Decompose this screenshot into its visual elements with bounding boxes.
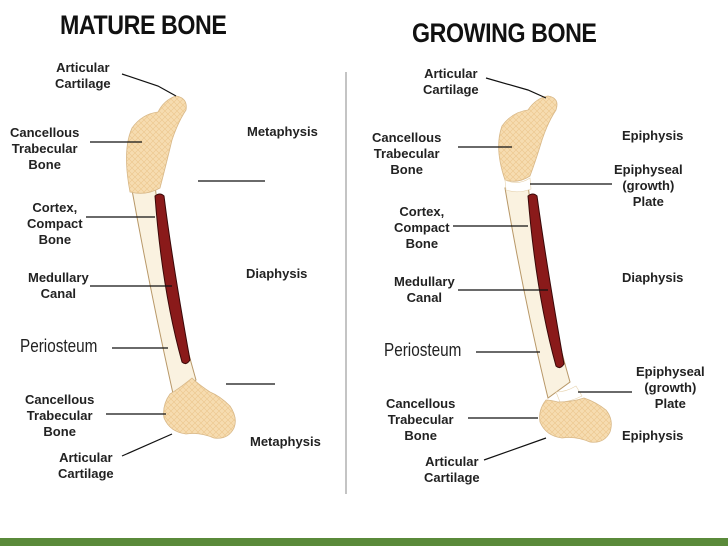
growing-bottom-head (539, 397, 612, 443)
growing-top-head (498, 95, 558, 182)
mature-bone-title: MATURE BONE (60, 10, 227, 40)
footer-bar (0, 538, 728, 546)
mature-periosteum-label: Periosteum (20, 336, 98, 356)
growing-cortex-label: Cortex, Compact Bone (394, 204, 450, 251)
mature-metaphysis-bottom-label: Metaphysis (250, 434, 321, 449)
mature-cancellous-top-label: Cancellous Trabecular Bone (10, 125, 80, 172)
mature-diaphysis-label: Diaphysis (246, 266, 308, 281)
growing-epiphysis-bottom-label: Epiphysis (622, 428, 684, 443)
mature-pointers (86, 73, 275, 457)
mature-medullary-canal-label: Medullary Canal (28, 270, 89, 301)
growing-plate-top (504, 177, 532, 193)
growing-pointers (453, 77, 632, 461)
growing-articular-cartilage-top-label: Articular Cartilage (423, 66, 479, 97)
mature-bottom-head (163, 377, 236, 439)
growing-medullary-canal (527, 193, 565, 369)
growing-periosteum-label: Periosteum (384, 340, 462, 360)
mature-bone-shape (126, 95, 236, 439)
growing-articular-cartilage-bottom-label: Articular Cartilage (424, 454, 480, 485)
mature-cortex-label: Cortex, Compact Bone (27, 200, 83, 247)
mature-medullary-canal (154, 193, 191, 365)
growing-cancellous-top-label: Cancellous Trabecular Bone (372, 130, 442, 177)
growing-bone-title: GROWING BONE (412, 18, 597, 48)
growing-medullary-canal-label: Medullary Canal (394, 274, 455, 305)
mature-articular-cartilage-bottom-label: Articular Cartilage (58, 450, 114, 481)
growing-plate-top-label: Epiphyseal (growth) Plate (614, 162, 683, 209)
mature-cancellous-bottom-label: Cancellous Trabecular Bone (25, 392, 95, 439)
growing-epiphysis-top-label: Epiphysis (622, 128, 684, 143)
mature-top-head (126, 95, 187, 194)
growing-cancellous-bottom-label: Cancellous Trabecular Bone (386, 396, 456, 443)
growing-plate-bottom-label: Epiphyseal (growth) Plate (636, 364, 705, 411)
mature-metaphysis-top-label: Metaphysis (247, 124, 318, 139)
mature-articular-cartilage-top-label: Articular Cartilage (55, 60, 111, 91)
growing-bone-shape (498, 95, 612, 443)
growing-diaphysis-label: Diaphysis (622, 270, 684, 285)
